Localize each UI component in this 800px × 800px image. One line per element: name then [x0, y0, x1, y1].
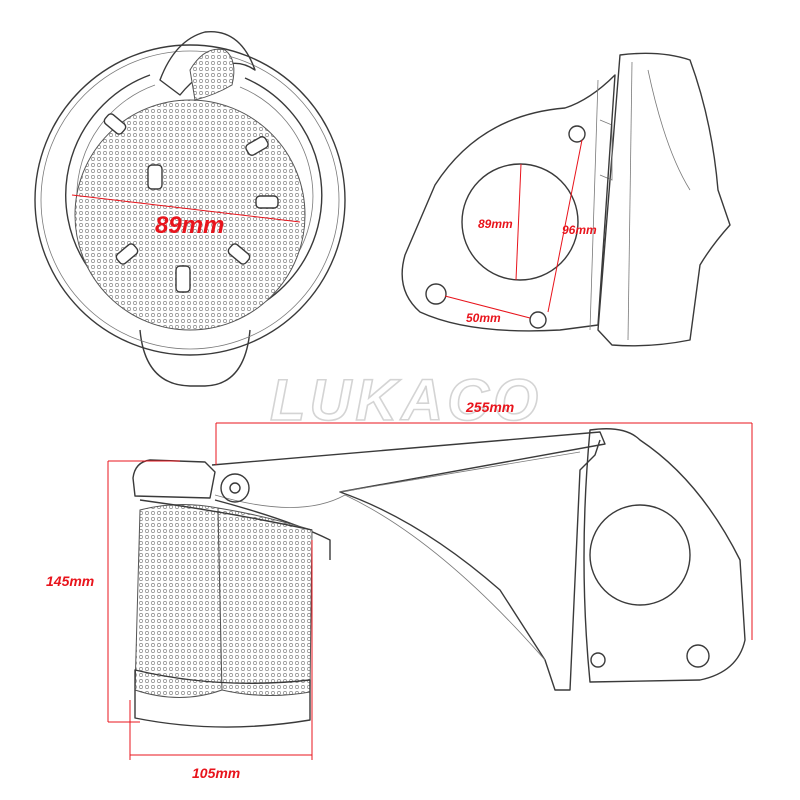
mounting-plate-view: 89mm 96mm 50mm	[401, 52, 731, 347]
cup-diameter-line	[71, 194, 301, 223]
cup-width-label: 105mm	[192, 765, 240, 781]
hole-diameter-label: 89mm	[478, 217, 513, 231]
bolt-hole-top	[568, 125, 586, 143]
mount-hole-large	[461, 163, 579, 281]
bolt-hole-right	[529, 311, 547, 329]
bolt-hole-left	[425, 283, 447, 305]
total-length-label: 255mm	[465, 399, 514, 415]
total-height-label: 145mm	[46, 573, 94, 589]
cup-diameter-label: 89mm	[155, 212, 224, 239]
hole-spacing-label: 50mm	[466, 311, 501, 325]
cup-top-view: 89mm	[34, 30, 346, 387]
cup-holder-side-view: 255mm 145mm 105mm	[46, 399, 753, 781]
plate-height-label: 96mm	[562, 223, 597, 237]
